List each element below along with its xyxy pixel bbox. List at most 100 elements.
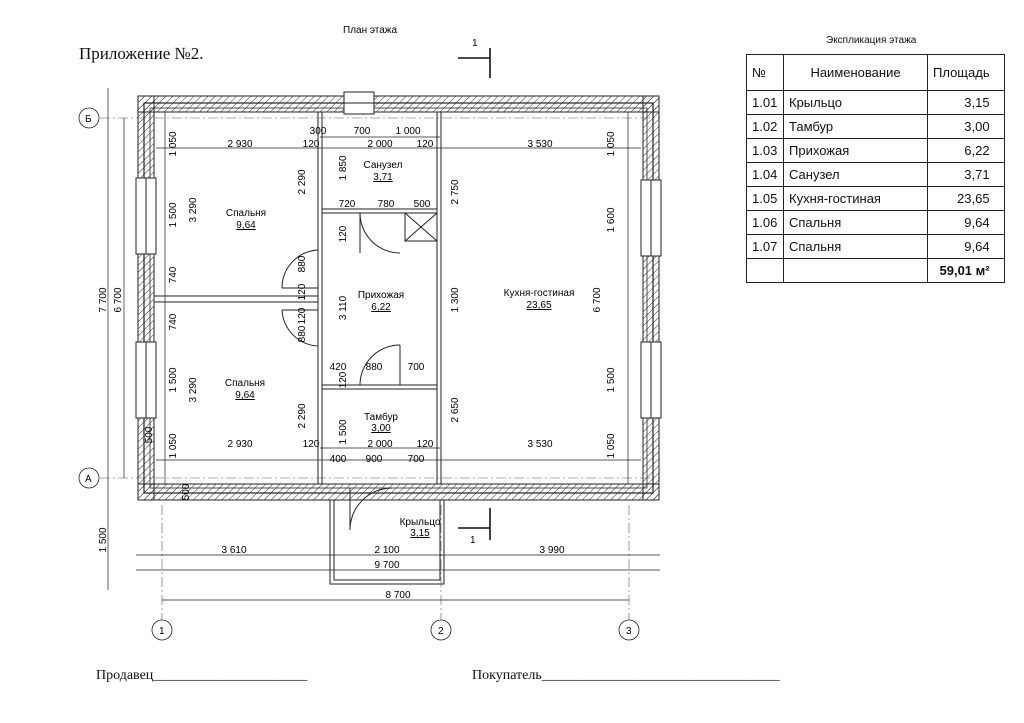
row-area: 9,64 (927, 210, 1005, 235)
dim-top-1000: 1 000 (395, 126, 420, 137)
dim-vest-420: 420 (330, 362, 347, 373)
dim-br-120a: 120 (297, 283, 308, 300)
row-name: Спальня (783, 234, 928, 259)
dim-hall-120a: 120 (338, 225, 349, 242)
dim-chain-3610: 3 610 (221, 545, 246, 556)
dim-lc-740b: 740 (168, 313, 179, 330)
room-bedroom-top-name: Спальня (226, 208, 266, 219)
dim-kit-2650: 2 650 (450, 397, 461, 422)
row-area: 3,15 (927, 90, 1005, 115)
dim-chain-2100: 2 100 (374, 545, 399, 556)
row-name: Прихожая (783, 138, 928, 163)
dim-bath-720: 720 (339, 199, 356, 210)
appendix-label: Приложение №2. (79, 44, 204, 63)
dim-hall-1500: 1 500 (338, 419, 349, 444)
dim-lc-740a: 740 (168, 266, 179, 283)
row-number: 1.05 (746, 186, 784, 211)
dim-left-wall-500a: 500 (144, 426, 155, 443)
row-area: 6,22 (927, 138, 1005, 163)
dim-hall-120b: 120 (338, 371, 349, 388)
room-vestibule-area: 3,00 (371, 423, 391, 434)
row-name: Тамбур (783, 114, 928, 139)
dim-br-880a: 880 (297, 255, 308, 272)
windows (135, 91, 662, 419)
room-bedroom-bottom-name: Спальня (225, 378, 265, 389)
room-bathroom-area: 3,71 (373, 172, 393, 183)
table-row: 1.03 Прихожая 6,22 (746, 138, 1005, 163)
room-vestibule-name: Тамбур (364, 411, 398, 423)
dim-bath-500: 500 (414, 199, 431, 210)
inner-walls (154, 112, 442, 484)
vertical-dimensions: 7 700 6 700 1 500 500 500 1 050 1 500 74… (98, 131, 617, 552)
dim-rc-1600: 1 600 (606, 207, 617, 232)
dim-br-880b: 880 (297, 325, 308, 342)
room-kitchen-area: 23,65 (526, 300, 551, 311)
dim-inner-2930: 2 930 (227, 439, 252, 450)
dim-top-700: 700 (354, 126, 371, 137)
row-name: Санузел (783, 162, 928, 187)
dim-br-2290a: 2 290 (297, 169, 308, 194)
section-marks (458, 48, 491, 540)
room-bedroom-bottom-area: 9,64 (235, 390, 255, 401)
dimension-lines (107, 88, 660, 601)
dim-hall-3110: 3 110 (338, 295, 349, 320)
dim-left-wall-500b: 500 (181, 483, 192, 500)
dim-top-120a: 120 (303, 139, 320, 150)
row-area: 23,65 (927, 186, 1005, 211)
row-name: Кухня-гостиная (783, 186, 928, 211)
row-number: 1.01 (746, 90, 784, 115)
row-area: 3,00 (927, 114, 1005, 139)
dim-top-120b: 120 (417, 139, 434, 150)
axis-b-label: Б (85, 114, 92, 125)
dim-kit-2750: 2 750 (450, 179, 461, 204)
dim-open-900: 900 (366, 454, 383, 465)
dim-left-6700: 6 700 (113, 287, 124, 312)
porch (329, 499, 445, 585)
dim-kit-1300: 1 300 (450, 287, 461, 312)
room-kitchen-name: Кухня-гостиная (504, 288, 575, 299)
room-labels: Спальня 9,64 Спальня 9,64 Санузел 3,71 П… (225, 160, 574, 539)
dim-vest-880: 880 (366, 362, 383, 373)
axis-bubbles (78, 107, 640, 641)
dim-lc-1050a: 1 050 (168, 131, 179, 156)
dim-overall-8700: 8 700 (385, 590, 410, 601)
room-hall-area: 6,22 (371, 302, 391, 313)
table-row: 1.02 Тамбур 3,00 (746, 114, 1005, 139)
table-row: 1.01 Крыльцо 3,15 (746, 90, 1005, 115)
axis-lines (100, 117, 660, 620)
dim-open-700: 700 (408, 454, 425, 465)
explication-header-row: № Наименование Площадь (746, 54, 1005, 91)
table-row: 1.04 Санузел 3,71 (746, 162, 1005, 187)
dim-inner-3530: 3 530 (527, 439, 552, 450)
table-row: 1.05 Кухня-гостиная 23,65 (746, 186, 1005, 211)
dim-top-2000: 2 000 (367, 139, 392, 150)
row-number: 1.07 (746, 234, 784, 259)
dim-open-400: 400 (330, 454, 347, 465)
axis-3-label: 3 (626, 626, 632, 637)
dim-top-300: 300 (310, 126, 327, 137)
room-porch-name: Крыльцо (400, 517, 441, 528)
explication-title: Экспликация этажа (826, 35, 917, 46)
dim-inner-120a: 120 (303, 439, 320, 450)
table-row: 1.06 Спальня 9,64 (746, 210, 1005, 235)
room-porch-area: 3,15 (410, 528, 430, 539)
section-mark-bottom: 1 (470, 535, 476, 546)
explication-table: № Наименование Площадь 1.01 Крыльцо 3,15… (746, 54, 1005, 283)
dim-right-6700: 6 700 (592, 287, 603, 312)
axis-a-label: А (85, 474, 92, 485)
dim-br-120b: 120 (297, 307, 308, 324)
dim-br-2290b: 2 290 (297, 403, 308, 428)
col-header-number: № (746, 54, 784, 91)
dim-rc-1050a: 1 050 (606, 131, 617, 156)
buyer-signature-line: Покупатель______________________________… (472, 668, 780, 683)
axis-2-label: 2 (438, 626, 444, 637)
room-bedroom-top-area: 9,64 (236, 220, 256, 231)
dim-rc-1050b: 1 050 (606, 433, 617, 458)
col-header-area: Площадь (927, 54, 1005, 91)
dim-inner-2000: 2 000 (367, 439, 392, 450)
plan-title: План этажа (343, 25, 397, 36)
table-row: 1.07 Спальня 9,64 (746, 234, 1005, 259)
dim-chain-3990: 3 990 (539, 545, 564, 556)
horizontal-dimensions: 300 700 1 000 2 930 120 2 000 120 3 530 … (221, 126, 564, 601)
dim-lc-1500a: 1 500 (168, 202, 179, 227)
